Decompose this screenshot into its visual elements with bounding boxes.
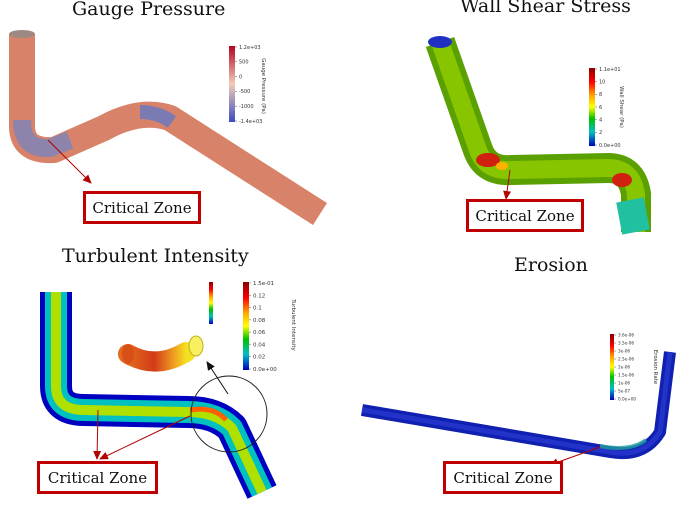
colorbar-tick-label: 2e-06 (618, 365, 630, 370)
colorbar-tick-label: 0 (239, 74, 242, 80)
colorbar-tick-label: -500 (239, 89, 250, 95)
colorbar-tick-label: -1.4e+03 (239, 119, 262, 125)
turbulent-critical-zone-label: Critical Zone (37, 461, 158, 494)
colorbar-tick-label: 0.02 (253, 355, 265, 361)
gauge-colorbar-title: Gauge Pressure (Pa) (260, 58, 266, 114)
colorbar-tick-label: 10 (599, 79, 605, 85)
colorbar-tick-label: 1.5e-01 (253, 281, 274, 287)
colorbar-tick-label: 0.06 (253, 330, 266, 336)
wall-shear-colorbar: Wall Shear (Pa) (589, 68, 624, 146)
colorbar-tick-label: 0.0e+00 (253, 367, 277, 373)
colorbar-tick-label: -1000 (239, 104, 254, 110)
turbulent-critical-arrow-1 (93, 409, 102, 460)
colorbar-tick-label: 1.2e+03 (239, 45, 261, 51)
wall-shear-stress-title: Wall Shear Stress (460, 0, 631, 17)
gauge-critical-arrow (47, 139, 92, 184)
colorbar-tick-label: 6 (599, 105, 602, 111)
colorbar-tick-label: 3.6e-06 (618, 333, 634, 338)
colorbar-tick-label: 1.1e+01 (599, 67, 621, 73)
wall-shear-colorbar-ticks: 1.1e+01 10 8 6 4 2 0.0e+00 (595, 67, 621, 149)
gauge-colorbar-ticks: 1.2e+03 500 0 -500 -1000 -1.4e+03 (235, 45, 262, 125)
turbulent-colorbar-ticks: 1.5e-01 0.12 0.1 0.08 0.06 0.04 0.02 0.0e+00 (249, 281, 277, 373)
colorbar-tick-label: 0.12 (253, 293, 265, 299)
wall-shear-critical-zone-label: Critical Zone (466, 199, 584, 232)
elbow-3d-view (118, 335, 204, 372)
turbulent-colorbar: Turbulent Intensity (243, 282, 296, 370)
turbulent-intensity-title: Turbulent Intensity (62, 245, 249, 267)
colorbar-tick-label: 0.0e+00 (599, 143, 621, 149)
colorbar-tick-label: 0.04 (253, 342, 266, 348)
turbulent-critical-arrow-2 (99, 415, 191, 460)
colorbar-tick-label: 4 (599, 117, 602, 123)
colorbar-tick-label: 2 (599, 130, 602, 136)
erosion-colorbar: Erosion Rate (610, 334, 658, 400)
gauge-critical-zone-label: Critical Zone (83, 191, 201, 224)
turbulent-small-colorbar (209, 282, 213, 324)
colorbar-tick-label: 5e-07 (618, 389, 630, 394)
gauge-pressure-pipe (9, 30, 328, 225)
zoom-arrow (206, 361, 229, 395)
wall-shear-pipe (425, 36, 651, 235)
colorbar-tick-label: 2.5e-06 (618, 357, 634, 362)
wall-shear-critical-arrow (503, 169, 512, 200)
zoom-circle (190, 375, 268, 453)
erosion-critical-zone-label: Critical Zone (443, 461, 563, 494)
turbulent-section (40, 292, 277, 499)
turbulent-colorbar-title: Turbulent Intensity (290, 298, 296, 351)
wall-shear-colorbar-title: Wall Shear (Pa) (618, 86, 624, 128)
erosion-colorbar-title: Erosion Rate (652, 350, 658, 385)
colorbar-tick-label: 500 (239, 60, 249, 66)
erosion-title: Erosion (514, 254, 588, 276)
erosion-pipe (360, 351, 676, 459)
colorbar-tick-label: 1.5e-06 (618, 373, 634, 378)
erosion-colorbar-ticks: 3.6e-06 3.5e-06 3e-06 2.5e-06 2e-06 1.5e-06 1e… (614, 333, 636, 402)
colorbar-tick-label: 0.1 (253, 306, 262, 312)
colorbar-tick-label: 0.08 (253, 318, 266, 324)
colorbar-tick-label: 3.5e-06 (618, 341, 634, 346)
gauge-pressure-title: Gauge Pressure (72, 0, 226, 20)
colorbar-tick-label: 1e-06 (618, 381, 630, 386)
colorbar-tick-label: 0.0e+00 (618, 397, 636, 402)
gauge-pressure-colorbar: Gauge Pressure (Pa) (229, 46, 266, 122)
colorbar-tick-label: 8 (599, 92, 602, 98)
colorbar-tick-label: 3e-06 (618, 349, 630, 354)
